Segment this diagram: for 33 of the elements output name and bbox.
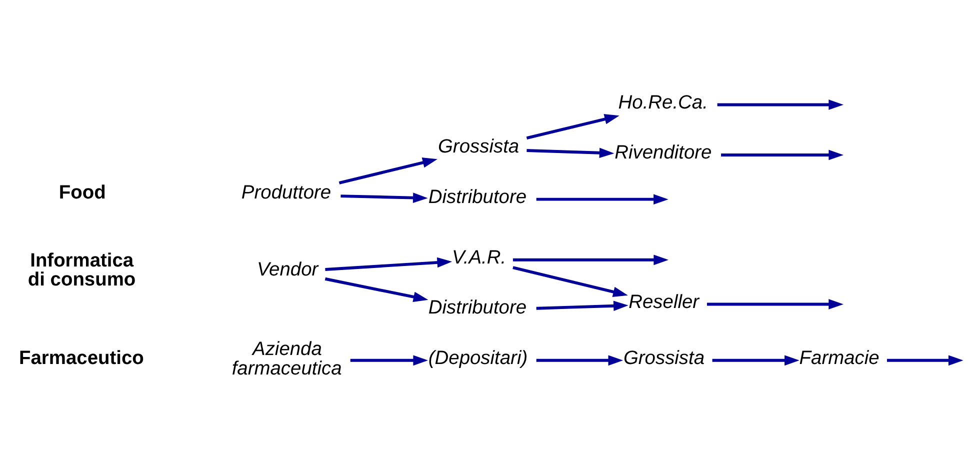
node-text: Grossista [623,348,705,369]
node-text: Grossista [438,136,520,158]
node-text: V.A.R. [452,247,506,268]
node-text: Distributore [428,186,527,208]
arrow [324,277,428,302]
label: Farmaceutico [19,348,144,369]
label: Food [58,182,106,204]
label: Informatica di consumo [28,250,136,291]
arrow [712,355,800,366]
arrow [536,355,624,366]
arrow [340,192,428,203]
node-text: Produttore [241,182,332,204]
arrow [350,355,428,366]
arrow [707,299,844,310]
node-text: Vendor [256,259,318,280]
arrow [325,257,452,271]
arrow [887,355,964,366]
node-text: Rivenditore [614,142,712,164]
arrow [526,148,614,158]
arrow [536,300,628,312]
arrow [536,194,668,204]
arrow [526,114,620,140]
arrow [717,100,844,110]
node-text: Distributore [428,298,527,319]
arrow [512,266,628,297]
node-text: (Depositari) [428,348,528,369]
node-text: Ho.Re.Ca. [618,92,708,114]
arrow [721,150,844,160]
arrow [338,158,438,184]
node-text: Reseller [628,292,700,313]
node-text: Azienda farmaceutica [232,339,342,380]
arrow [512,254,668,266]
node-text: Farmacie [799,348,880,369]
